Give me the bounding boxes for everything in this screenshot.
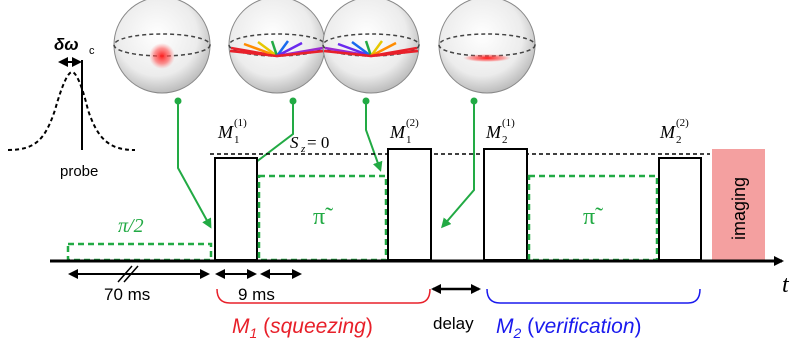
coherent-state-blob: [149, 43, 175, 69]
svg-text:2: 2: [676, 134, 682, 146]
imaging-box: [712, 149, 765, 260]
bloch-sphere-initial: [113, 0, 211, 94]
probe-lineshape-inset: δω c probe: [7, 35, 136, 180]
svg-text:= 0: = 0: [307, 133, 329, 152]
time-axis-label: t: [782, 272, 790, 298]
measurement-pulse-m1-2: [387, 148, 432, 261]
svg-text:(1): (1): [234, 117, 247, 129]
duration-9ms-label: 9 ms: [238, 285, 275, 304]
bloch-sphere-squeezed: [438, 0, 536, 94]
axis-break-1: [117, 265, 133, 283]
detuning-label: δω: [54, 35, 79, 54]
pi-tilde-label-1: π̃: [313, 204, 333, 230]
m1-group-label: M1 (squeezing): [232, 315, 373, 341]
measurement-pulse-m2-1: [483, 148, 528, 261]
svg-text:M: M: [485, 122, 502, 142]
m2-group-label: M2 (verification): [496, 315, 642, 341]
pi-tilde-label-2: π̃: [583, 204, 603, 230]
bloch-sphere-after-pi-pulse: [322, 0, 420, 94]
m2-1-label: M 2 (1): [485, 117, 515, 146]
sz-condition-label: S z = 0: [290, 133, 329, 155]
svg-text:S: S: [290, 133, 299, 152]
svg-text:z: z: [300, 143, 306, 155]
svg-text:(1): (1): [502, 117, 515, 129]
detuning-subscript: c: [89, 45, 95, 57]
duration-70ms-label: 70 ms: [104, 285, 150, 304]
delay-label: delay: [433, 314, 474, 333]
svg-text:1: 1: [234, 134, 240, 146]
svg-text:(2): (2): [406, 117, 419, 129]
probe-label: probe: [60, 163, 98, 180]
m2-bracket: [486, 288, 701, 304]
measurement-pulse-m2-2: [658, 157, 702, 261]
axis-break-2: [123, 265, 139, 283]
svg-text:1: 1: [406, 134, 412, 146]
svg-text:2: 2: [502, 134, 508, 146]
rainbow-fan-arrows-1: [229, 40, 325, 58]
bloch-sphere-after-half-pulse: [228, 0, 326, 94]
m1-bracket: [216, 288, 431, 304]
sphere-connectors: [174, 97, 478, 229]
svg-text:M: M: [659, 122, 676, 142]
lorentzian-curve: [7, 70, 136, 151]
rainbow-fan-arrows-2: [323, 40, 419, 58]
svg-text:M: M: [389, 122, 406, 142]
svg-text:M: M: [217, 122, 234, 142]
m1-1-label: M 1 (1): [217, 117, 247, 146]
m2-2-label: M 2 (2): [659, 117, 689, 146]
half-pi-pulse: [66, 242, 213, 262]
squeezed-state-blob: [463, 54, 511, 62]
m1-2-label: M 1 (2): [389, 117, 419, 146]
half-pi-label: π/2: [118, 215, 144, 237]
measurement-pulse-m1-1: [214, 157, 258, 261]
imaging-label: imaging: [729, 177, 749, 240]
svg-text:(2): (2): [676, 117, 689, 129]
